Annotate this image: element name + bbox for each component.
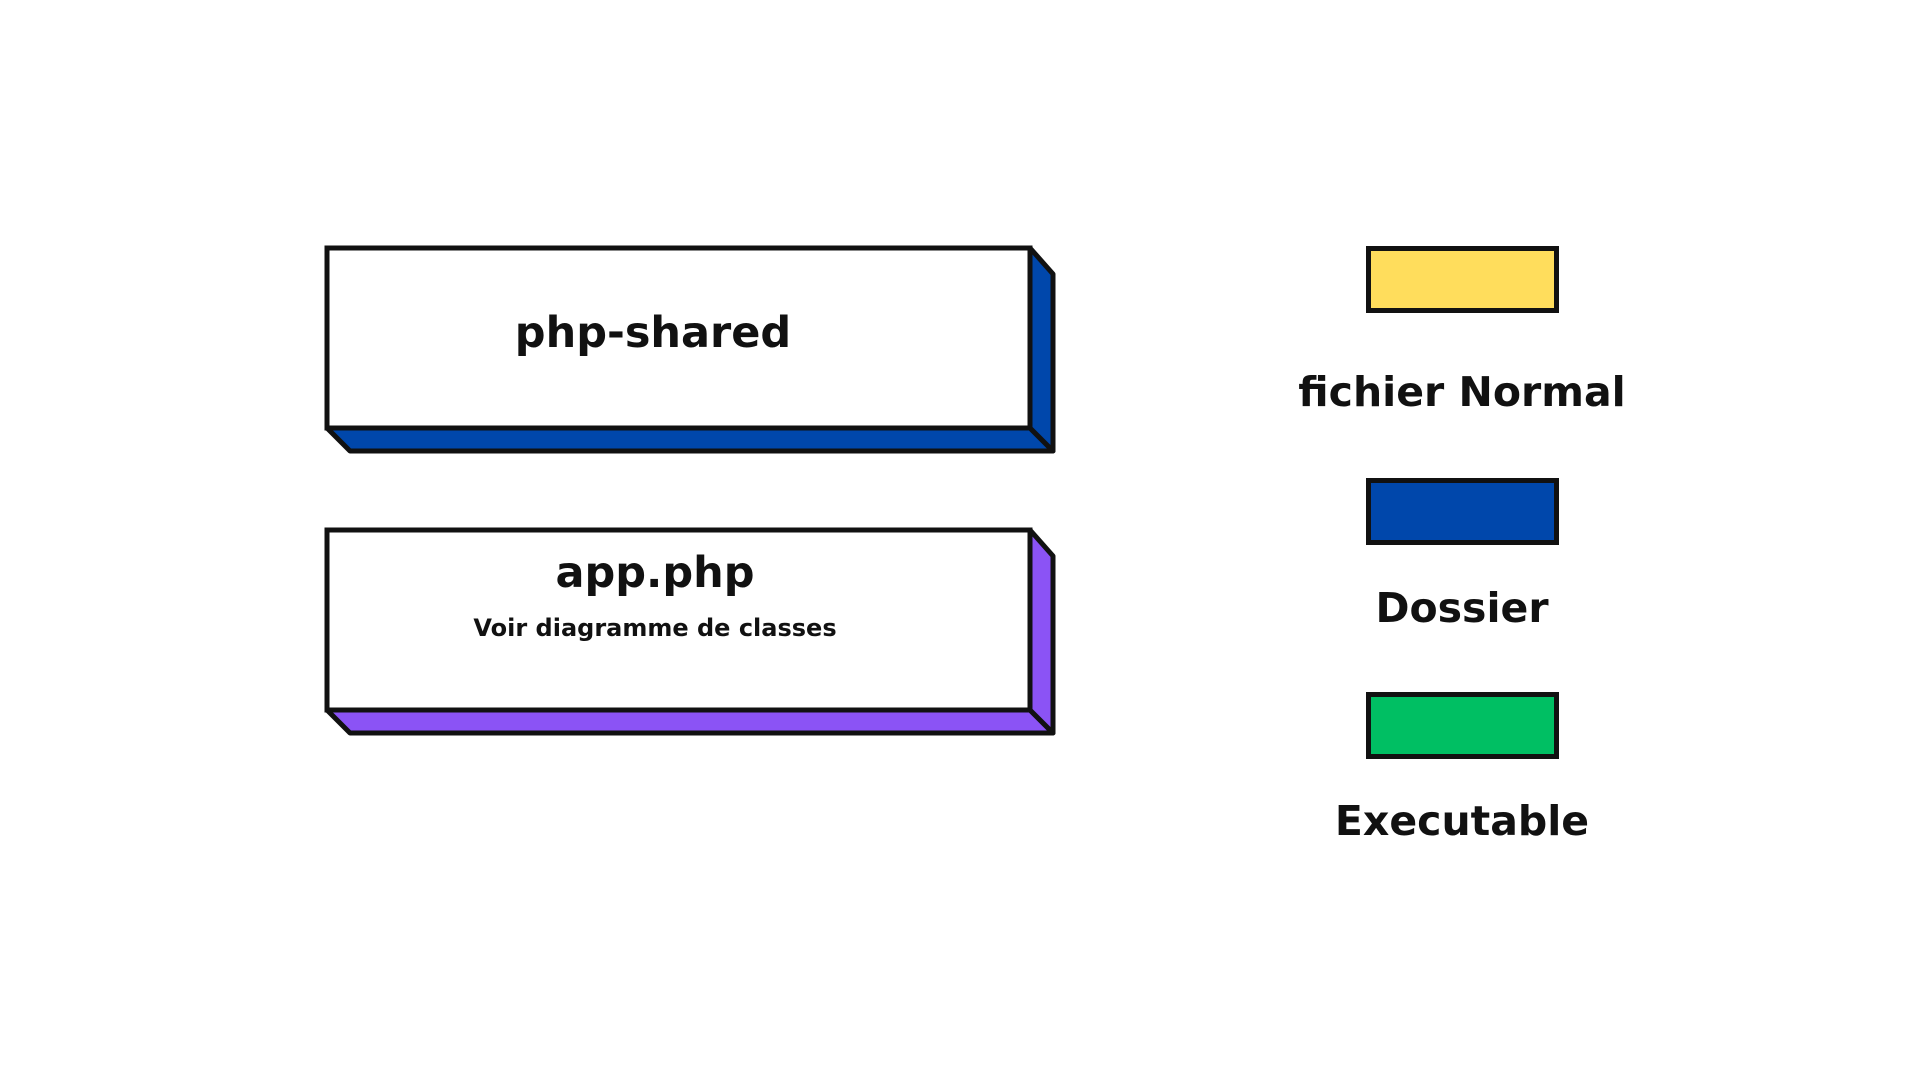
app-php-subtitle: Voir diagramme de classes xyxy=(473,614,837,642)
legend-swatch-fichier-normal xyxy=(1366,246,1559,313)
app-php-box-depth-bottom xyxy=(324,707,1056,736)
php-shared-title: php-shared xyxy=(514,308,792,358)
php-shared-box-depth-bottom xyxy=(324,425,1056,454)
legend-label-dossier: Dossier xyxy=(1375,584,1549,632)
legend-label-fichier-normal: fichier Normal xyxy=(1298,368,1626,416)
legend-label-executable: Executable xyxy=(1334,797,1590,845)
php-shared-box-depth-side xyxy=(1027,245,1056,454)
legend-swatch-executable xyxy=(1366,692,1559,759)
app-php-title: app.php xyxy=(555,548,755,598)
legend-swatch-dossier xyxy=(1366,478,1559,545)
app-php-box-depth-side xyxy=(1027,527,1056,736)
